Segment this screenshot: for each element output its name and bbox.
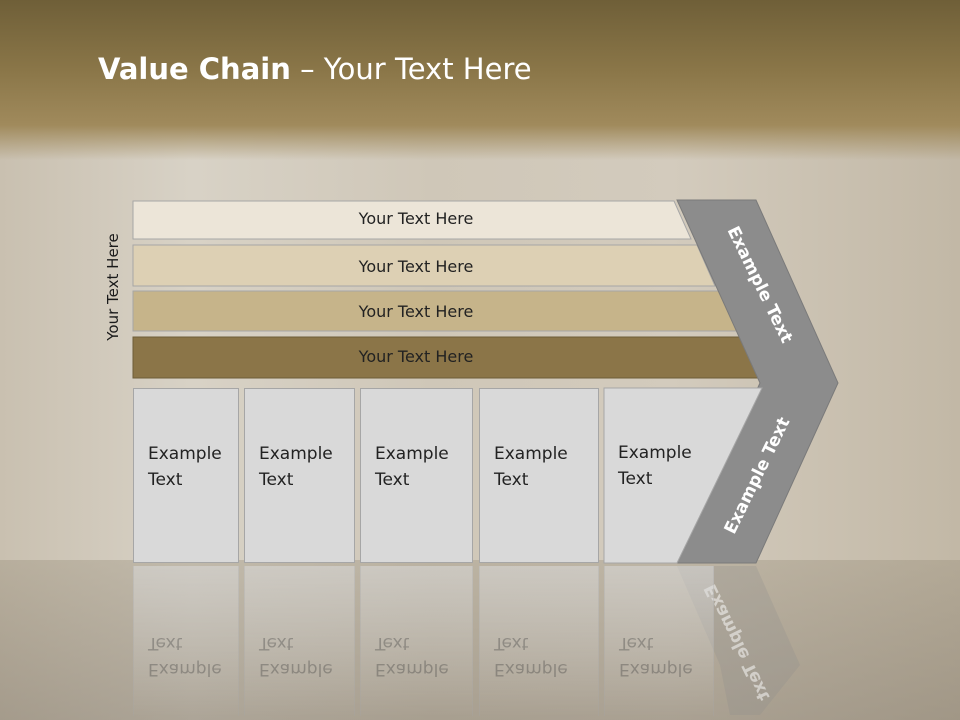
chevron-arrow [676,199,839,564]
bar-2-label: Your Text Here [358,257,474,276]
slide-title: Value Chain – Your Text Here [98,52,532,86]
bar-4-label: Your Text Here [358,347,474,366]
example-box-2: Example Text [244,388,355,563]
slide-title-rest: – Your Text Here [290,52,532,86]
example-box-3-reflection-label: Example Text [375,633,449,679]
slide-title-bold: Value Chain [98,52,291,86]
example-box-2-reflection: Example Text [244,566,355,716]
example-box-4-reflection-label: Example Text [494,633,568,679]
example-box-4-label: Example Text [494,444,568,490]
example-box-5-reflection-label: Example Text [619,633,693,679]
example-box-5 [603,387,763,564]
example-box-4: Example Text [479,388,599,563]
example-box-5-label: Example Text [618,443,692,489]
example-box-3-reflection: Example Text [360,566,473,716]
example-box-1-label: Example Text [148,444,222,490]
example-box-3-label: Example Text [375,444,449,490]
example-box-4-reflection: Example Text [479,566,599,716]
example-box-5-reflection: Example Text [604,566,714,716]
bar-1-label: Your Text Here [358,209,474,228]
example-box-2-reflection-label: Example Text [259,633,333,679]
example-box-2-label: Example Text [259,444,333,490]
bar-1 [132,200,692,240]
bar-3-label: Your Text Here [358,302,474,321]
bar-2 [132,244,716,287]
example-box-1-reflection-label: Example Text [148,633,222,679]
example-box-1-reflection: Example Text [133,566,239,716]
example-box-1: Example Text [133,388,239,563]
example-box-3: Example Text [360,388,473,563]
